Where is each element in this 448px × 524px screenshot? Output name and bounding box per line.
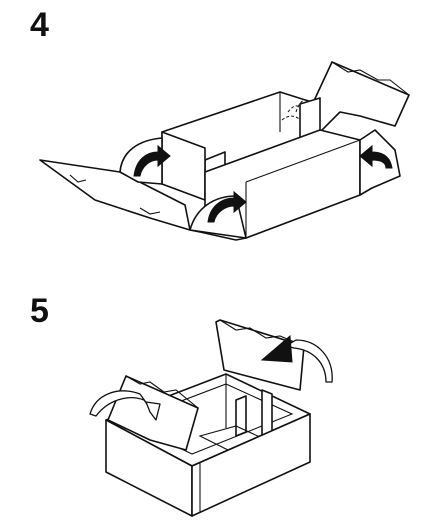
step-5-illustration — [89, 319, 333, 517]
box-front-right-wall — [191, 413, 311, 517]
back-right-raised-flap — [305, 61, 410, 133]
step-4-number: 4 — [30, 6, 49, 44]
fold-arrow-right-icon — [359, 144, 393, 169]
fold-arrow-front-icon — [207, 190, 247, 223]
right-end-flap — [359, 129, 401, 196]
fold-arrow-left-icon — [133, 144, 171, 177]
back-raised-flap — [215, 319, 305, 391]
step-5-number: 5 — [30, 292, 49, 330]
step-4-illustration — [39, 61, 410, 241]
